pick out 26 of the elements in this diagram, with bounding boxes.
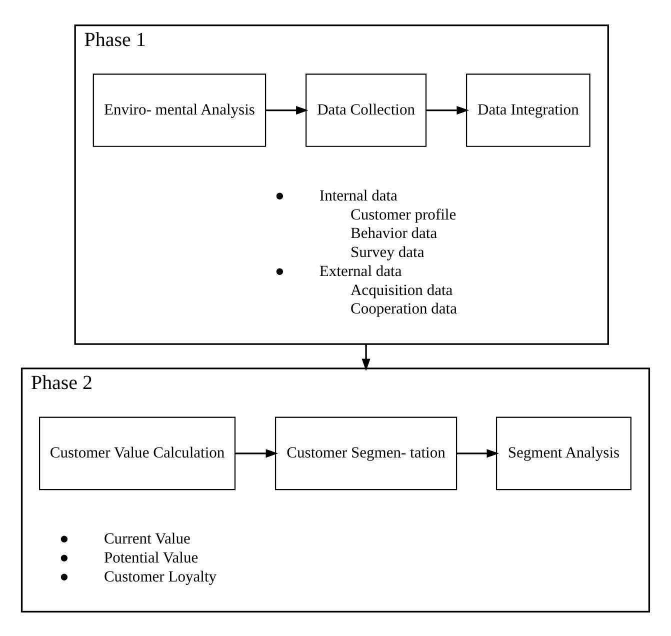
label: Cooperation data <box>350 300 457 318</box>
label: Behavior data <box>350 224 438 242</box>
node-box: Data Integration <box>466 73 590 146</box>
node-box: Segment Analysis <box>496 416 632 490</box>
label: Acquisition data <box>350 281 453 298</box>
arrow <box>235 448 278 458</box>
label: Potential Value <box>104 548 198 566</box>
label: Survey data <box>350 244 424 261</box>
arrow <box>266 106 308 114</box>
arrow <box>362 344 370 370</box>
label: Customer Loyalty <box>104 568 217 585</box>
label: Customer profile <box>350 206 456 223</box>
label: ● <box>274 186 284 204</box>
node-box: Enviro- mental Analysis <box>92 73 266 146</box>
node-box: Customer Value Calculation <box>39 416 236 490</box>
label: External data <box>319 262 402 280</box>
label: ● <box>60 530 69 548</box>
node-box: Customer Segmen- tation <box>274 416 458 490</box>
node-box: Data Collection <box>306 73 427 146</box>
label: Internal data <box>319 186 398 204</box>
label: ● <box>274 262 284 280</box>
label: ● <box>60 548 69 566</box>
label: ● <box>60 568 69 585</box>
arrow <box>426 106 469 114</box>
label: Current Value <box>104 530 190 548</box>
arrow <box>456 448 499 458</box>
